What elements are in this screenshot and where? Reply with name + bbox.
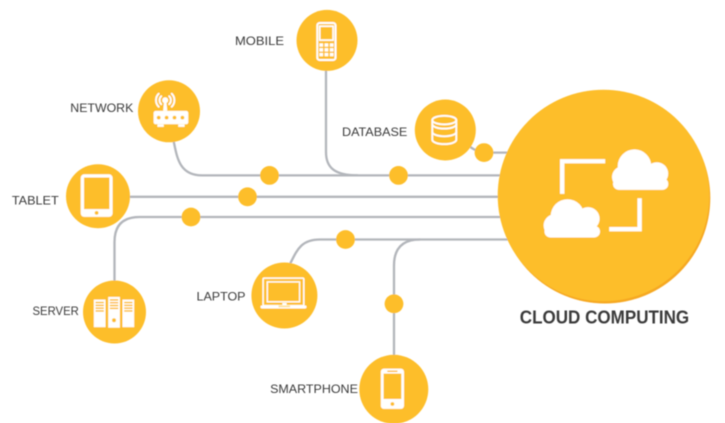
svg-text:NETWORK: NETWORK — [70, 102, 133, 115]
svg-text:DATABASE: DATABASE — [342, 126, 408, 139]
svg-text:SMARTPHONE: SMARTPHONE — [270, 383, 358, 396]
svg-text:LAPTOP: LAPTOP — [197, 291, 246, 304]
svg-text:MOBILE: MOBILE — [235, 35, 284, 48]
svg-text:CLOUD COMPUTING: CLOUD COMPUTING — [520, 308, 689, 328]
svg-text:TABLET: TABLET — [12, 194, 59, 207]
svg-text:SERVER: SERVER — [33, 305, 79, 318]
